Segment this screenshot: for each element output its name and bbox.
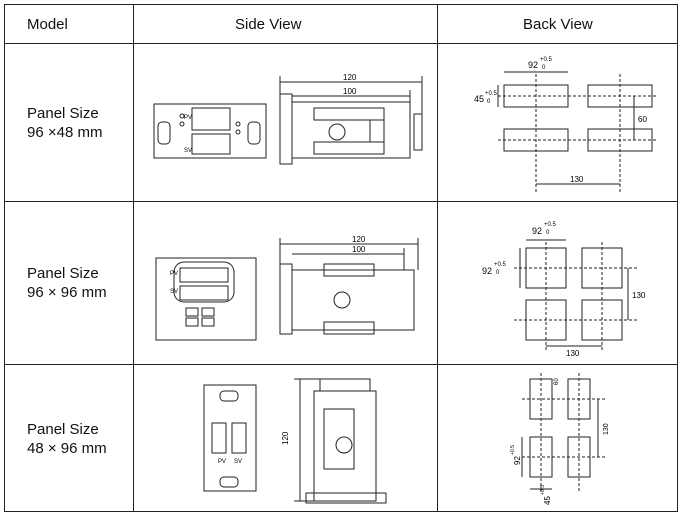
cutout-width: 92 xyxy=(532,226,542,236)
pv-label: PV xyxy=(218,459,226,465)
pitch-horizontal: 60 xyxy=(554,378,560,385)
side-view-96x96: 120 100 PV SV xyxy=(155,235,419,341)
model-cell-3: Panel Size 48 × 96 mm xyxy=(5,365,133,513)
col-divider-1 xyxy=(133,5,134,511)
dim-outer: 120 xyxy=(281,431,290,445)
cutout-width-tol: +0.5 xyxy=(510,445,516,455)
dim-outer: 120 xyxy=(352,235,366,244)
pitch-vertical: 130 xyxy=(603,423,610,435)
header-back-view: Back View xyxy=(523,15,593,33)
model-label: Panel Size xyxy=(27,104,99,122)
dim-outer: 120 xyxy=(343,73,357,82)
model-label: Panel Size xyxy=(27,265,99,282)
sv-label: SV xyxy=(170,289,178,295)
cutout-height-tol2: 0 xyxy=(487,99,491,105)
header-divider xyxy=(5,43,677,44)
pitch-horizontal: 130 xyxy=(566,349,580,358)
sv-label: SV xyxy=(234,459,242,465)
side-view-48x96: 120 PV SV xyxy=(203,378,387,504)
cutout-width-tol: +0.5 xyxy=(544,222,557,228)
pitch-vertical: 130 xyxy=(632,291,646,300)
cutout-height-tol: +0.5 xyxy=(494,262,507,268)
pv-label: PV xyxy=(184,115,192,121)
cutout-width-tol: +0.5 xyxy=(540,57,553,63)
cutout-width-tol2: 0 xyxy=(546,230,550,236)
dim-inner: 100 xyxy=(343,87,357,96)
row-divider-2 xyxy=(5,364,677,365)
cutout-width: 92 xyxy=(513,456,522,465)
model-size: 96 ×48 mm xyxy=(27,123,103,141)
col-divider-2 xyxy=(437,5,438,511)
back-view-96x48: 92 +0.5 0 45 +0.5 0 60 130 xyxy=(474,57,658,192)
back-view-48x96: 60 130 92 +0.5 45 +0.5 xyxy=(510,373,610,505)
model-cell-2: Panel Size 96 × 96 mm xyxy=(5,202,133,364)
pitch-horizontal: 130 xyxy=(570,175,584,184)
pv-label: PV xyxy=(170,271,178,277)
dim-inner: 100 xyxy=(352,245,366,254)
sv-label: SV xyxy=(184,148,192,154)
pitch-vertical: 60 xyxy=(638,115,647,124)
dimension-table: Model Side View Back View Panel Size 96 … xyxy=(4,4,678,512)
cutout-height-tol2: 0 xyxy=(496,270,500,276)
header-model: Model xyxy=(27,15,68,33)
header-side-view: Side View xyxy=(235,15,302,33)
model-size: 96 × 96 mm xyxy=(27,284,107,301)
model-size: 48 × 96 mm xyxy=(27,440,107,457)
cutout-width-tol2: 0 xyxy=(542,65,546,71)
model-label: Panel Size xyxy=(27,421,99,438)
model-cell-1: Panel Size 96 ×48 mm xyxy=(5,44,133,201)
cutout-width: 92 xyxy=(528,60,538,70)
side-view-96x48: 120 100 PV SV xyxy=(153,73,423,165)
back-view-96x96: 92 +0.5 0 92 +0.5 0 130 130 xyxy=(482,222,646,358)
cutout-height: 45 xyxy=(474,94,484,104)
row-divider-1 xyxy=(5,201,677,202)
cutout-height-tol: +0.5 xyxy=(485,91,498,97)
cutout-height: 45 xyxy=(543,496,552,505)
cutout-height: 92 xyxy=(482,266,492,276)
cutout-height-tol: +0.5 xyxy=(540,485,546,495)
